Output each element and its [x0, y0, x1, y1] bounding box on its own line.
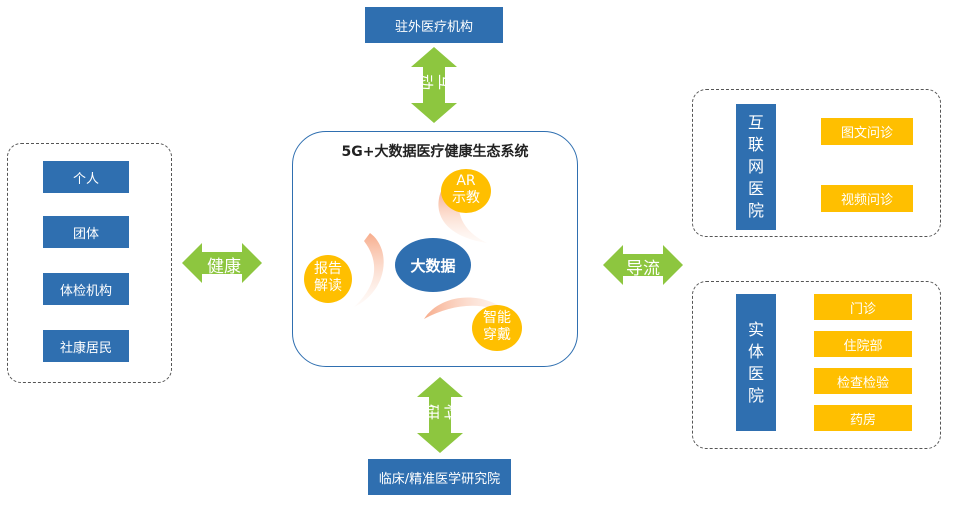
top-node-label: 驻外医疗机构: [394, 19, 473, 35]
left-double-arrow: [182, 243, 262, 283]
ecosystem-panel: [292, 131, 578, 367]
right-double-arrow: [603, 245, 683, 285]
petal-smart-wearable: [472, 305, 522, 351]
physical-hospital-panel: [692, 281, 941, 449]
top-arrow-label: 互动: [416, 73, 455, 90]
bottom-arrow-label: 科研: [422, 403, 461, 420]
left-item-label: 体检机构: [59, 283, 112, 299]
ecosystem-title: 5G+大数据医疗健康生态系统: [341, 144, 529, 160]
internet-hospital-panel: [692, 89, 941, 237]
top-node-overseas-institutions: 驻外医疗机构: [365, 7, 503, 43]
physical-item-examination: 检查检验: [814, 368, 912, 394]
left-item-individual: 个人: [43, 161, 129, 193]
internet-item-video-consult: 视频问诊: [821, 185, 913, 212]
bottom-node-label: 临床/精准医学研究院: [378, 471, 501, 487]
bottom-double-arrow: [417, 377, 463, 453]
petal-ar-teaching: [441, 169, 491, 213]
petal-report-interpretation: [304, 255, 352, 303]
physical-item-pharmacy: 药房: [814, 405, 912, 431]
petal-report-interpretation-label: 报告 解读: [314, 261, 342, 294]
left-item-group: 团体: [43, 216, 129, 248]
bottom-node-research-institute: 临床/精准医学研究院: [368, 459, 511, 495]
core-big-data-circle: 大数据: [395, 238, 471, 292]
core-label: 大数据: [410, 256, 456, 275]
physical-item-inpatient: 住院部: [814, 331, 912, 357]
left-item-label: 社康居民: [59, 340, 112, 356]
physical-hospital-title: 实体医院: [736, 294, 776, 431]
left-item-community-residents: 社康居民: [43, 330, 129, 362]
left-panel: [7, 143, 172, 383]
left-arrow-label: 健康: [207, 257, 241, 277]
petal-smart-wearable-label: 智能 穿戴: [483, 310, 511, 343]
left-item-label: 团体: [72, 226, 99, 242]
left-item-label: 个人: [72, 171, 99, 187]
internet-hospital-title: 互联网医院: [736, 104, 776, 230]
physical-item-outpatient: 门诊: [814, 294, 912, 320]
left-item-checkup-institution: 体检机构: [43, 273, 129, 305]
top-double-arrow: [411, 47, 457, 123]
petal-ar-teaching-label: AR 示教: [452, 173, 480, 206]
right-arrow-label: 导流: [626, 259, 660, 279]
internet-item-text-consult: 图文问诊: [821, 118, 913, 145]
